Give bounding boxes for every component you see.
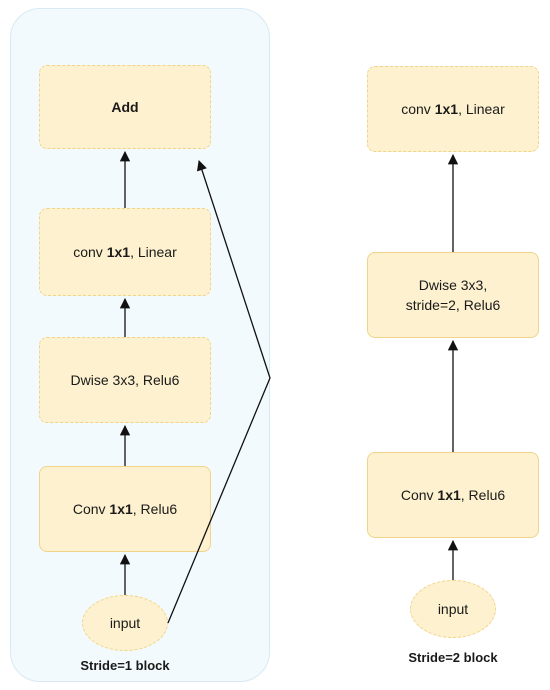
input-label-right: input xyxy=(437,600,469,617)
add-node-label: Add xyxy=(111,98,139,115)
dwise-node-left: Dwise 3x3, Relu6 xyxy=(39,337,211,423)
dwise-stride2-node-right: Dwise 3x3, stride=2, Relu6 xyxy=(367,252,539,338)
dwise-label-left: Dwise 3x3, Relu6 xyxy=(70,371,180,388)
conv1x1-linear-node-left: conv 1x1, Linear xyxy=(39,208,211,296)
conv1x1-linear-label-right: conv 1x1, Linear xyxy=(401,100,505,117)
stride2-caption: Stride=2 block xyxy=(408,650,498,665)
input-node-left: input xyxy=(82,595,168,651)
conv1x1-linear-node-right: conv 1x1, Linear xyxy=(367,66,539,152)
stride1-caption: Stride=1 block xyxy=(80,658,170,673)
conv1x1-linear-label-left: conv 1x1, Linear xyxy=(73,243,177,260)
add-node: Add xyxy=(39,65,211,149)
input-label-left: input xyxy=(109,614,141,631)
conv1x1-relu6-label-left: Conv 1x1, Relu6 xyxy=(72,500,178,517)
input-node-right: input xyxy=(410,580,496,638)
conv1x1-relu6-label-right: Conv 1x1, Relu6 xyxy=(400,486,506,503)
conv1x1-relu6-node-left: Conv 1x1, Relu6 xyxy=(39,466,211,552)
dwise-stride2-label-right: Dwise 3x3, stride=2, Relu6 xyxy=(405,277,501,313)
conv1x1-relu6-node-right: Conv 1x1, Relu6 xyxy=(367,452,539,538)
skip-connection-arrow xyxy=(167,160,271,624)
